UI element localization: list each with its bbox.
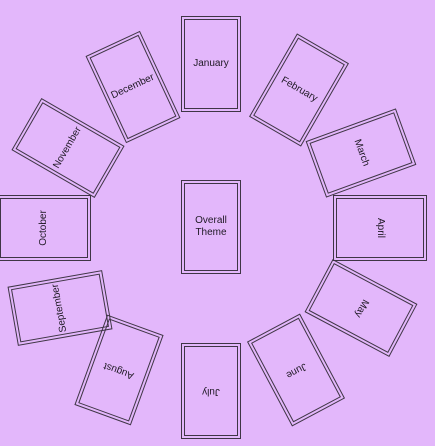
month-card-march: March [305, 108, 417, 198]
month-card-november: November [11, 98, 125, 198]
month-card-october: October [0, 195, 91, 261]
month-card-september: September [7, 270, 113, 346]
month-card-december: December [85, 30, 181, 144]
month-card-june: June [246, 313, 346, 427]
month-card-april: April [333, 195, 427, 261]
month-label-august: August [102, 359, 136, 381]
month-label-october: October [38, 210, 49, 246]
month-label-september: September [49, 283, 70, 334]
month-label-march: March [351, 137, 372, 168]
month-card-may: May [304, 258, 418, 358]
month-card-july: July [181, 343, 241, 439]
month-label-december: December [109, 71, 157, 102]
overall-theme-card: Overall Theme [181, 180, 241, 274]
month-label-april: April [375, 217, 386, 238]
month-label-july: July [202, 386, 220, 397]
month-label-february: February [279, 74, 320, 105]
month-label-january: January [193, 58, 229, 69]
month-label-may: May [352, 297, 371, 320]
month-label-june: June [284, 360, 309, 381]
overall-theme-label: Overall Theme [195, 215, 227, 238]
month-card-january: January [181, 16, 241, 112]
month-label-november: November [51, 125, 84, 171]
